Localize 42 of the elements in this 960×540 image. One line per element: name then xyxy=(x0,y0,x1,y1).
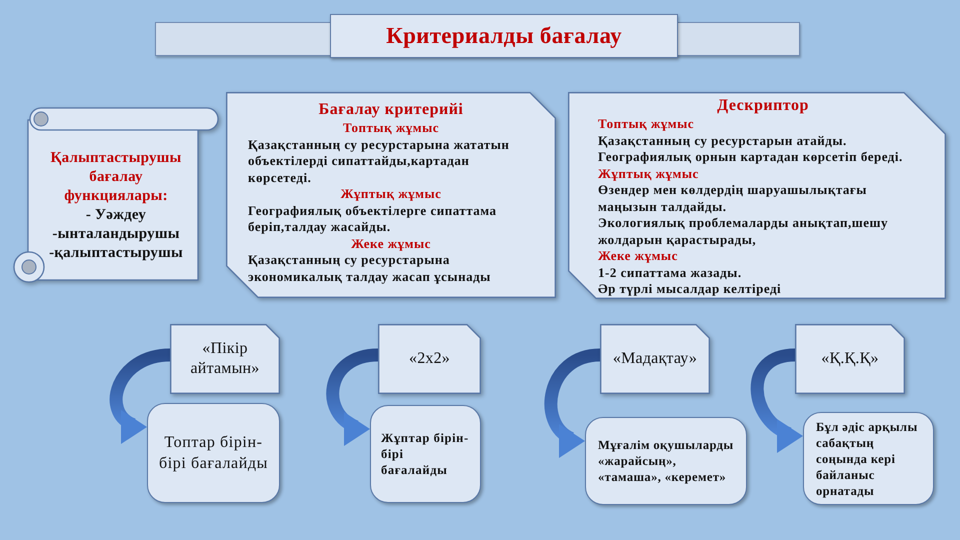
diagram-title: Критериалды бағалау xyxy=(386,22,622,50)
snipped-card xyxy=(226,92,556,298)
list-item: -қалыптастырушы xyxy=(49,244,183,263)
snipped-corner-box xyxy=(600,324,710,394)
snipped-corner-box xyxy=(795,324,905,394)
method-name: «Қ.Қ.Қ» xyxy=(821,349,879,369)
section-heading: Топтық жұмыс xyxy=(342,120,440,136)
rounded-box xyxy=(803,412,934,505)
body-text: Әр түрлі мысалдар келтіреді xyxy=(598,281,782,298)
rounded-box xyxy=(370,405,481,503)
list-item: - Уәждеу xyxy=(86,206,146,225)
section-heading: Жұптық жұмыс xyxy=(340,186,442,202)
method-name: «Мадақтау» xyxy=(612,349,698,369)
curved-arrow xyxy=(326,348,379,443)
description-text: Мұғалім оқушыларды «жарайсың», «тамаша», «керемет» xyxy=(598,437,734,485)
body-text: Өзендер мен көлдердің шаруашылықтағы маңызын талдайды. xyxy=(598,182,868,215)
body-text: Географиялық орнын картадан көрсетіп береді. xyxy=(598,149,903,166)
section-heading: Жеке жұмыс xyxy=(598,248,678,264)
card-heading: Дескриптор xyxy=(717,96,809,116)
snipped-card xyxy=(568,92,946,299)
snipped-corner-box xyxy=(378,324,481,394)
curved-arrow xyxy=(110,348,171,441)
rounded-box xyxy=(585,417,747,505)
method-name: «2х2» xyxy=(409,349,450,369)
card-heading: Бағалау критерийі xyxy=(318,100,464,120)
description-text: Бұл әдіс арқылы сабақтың соңында кері байланыс орнатады xyxy=(816,418,919,498)
list-item: -ынталандырушы xyxy=(52,225,180,244)
section-heading: Жеке жұмыс xyxy=(351,236,431,252)
method-name: «Пікір айтамын» xyxy=(190,339,260,379)
card-heading: Қалыптастырушы бағалау функциялары: xyxy=(50,149,182,206)
section-heading: Жұптық жұмыс xyxy=(598,166,699,182)
rounded-box xyxy=(147,403,280,503)
body-text: Қазақстанның су ресурстарына экономикалық талдау жасап ұсынады xyxy=(248,252,492,285)
description-text: Жұптар бірін-бірі бағалайды xyxy=(381,430,470,478)
body-text: Экологиялық проблемаларды анықтап,шешу жолдарын қарастырады, xyxy=(598,215,890,248)
body-text: Географиялық объектілерге сипаттама беріп,талдау жасайды. xyxy=(248,202,498,236)
section-heading: Топтық жұмыс xyxy=(598,116,694,132)
body-text: Қазақстанның су ресурстарын атайды. xyxy=(598,132,847,149)
description-text: Топтар бірін-бірі бағалайды xyxy=(158,433,270,474)
snipped-corner-box xyxy=(170,324,280,394)
body-text: 1-2 сипаттама жазады. xyxy=(598,264,742,281)
body-text: Қазақстанның су ресурстарына жататын объектілерді сипаттайды,картадан көрсетеді. xyxy=(248,136,510,186)
